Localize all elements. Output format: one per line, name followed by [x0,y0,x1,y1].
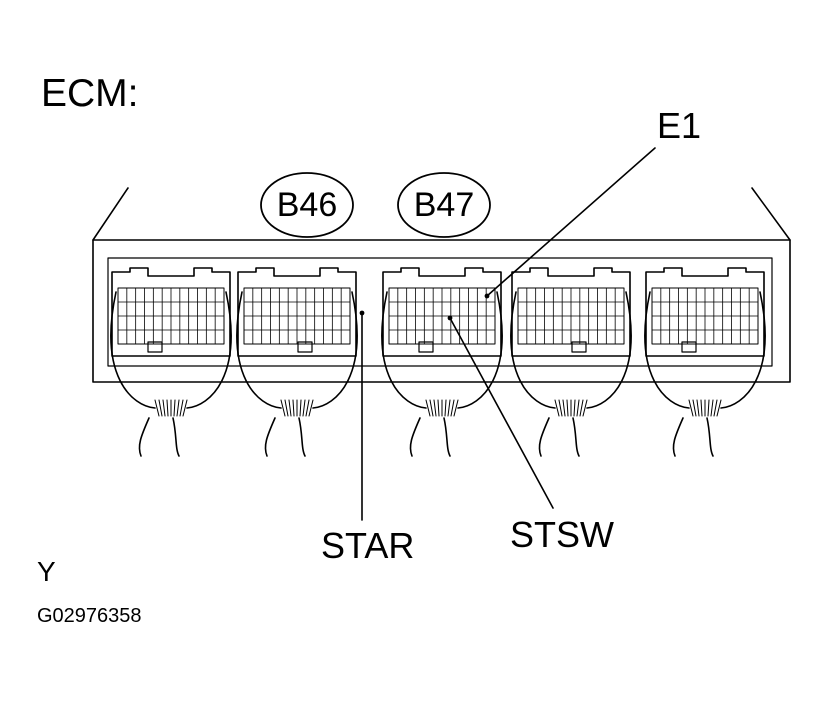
wire-strand [166,399,169,417]
connector-lock-tab [297,341,313,353]
component-label: ECM: [41,72,139,115]
connector-shell [382,267,502,357]
connector-b47-label: B47 [413,186,475,224]
wire-strand [450,399,455,417]
ecm-connector-plug [110,267,232,457]
harness-shroud [644,291,766,409]
wire-strand [425,399,431,417]
leader-e1 [486,147,656,297]
wire-strand [582,399,588,417]
connector-b47-badge [397,172,491,238]
wire-strand [579,399,584,417]
wire-strand [292,399,295,417]
wire-strand [302,399,306,417]
leader-stsw [449,317,554,509]
ecm-connector-plug [644,267,766,457]
ecm-connector-recess [107,257,773,367]
ecm-housing [92,239,791,383]
wire-bundle [538,417,580,457]
ecm-housing-right-edge [751,187,791,241]
connector-b46-badge [260,172,354,238]
wire-strand [558,399,563,417]
wire-strand [716,399,722,417]
connector-shell [111,267,231,357]
harness-shroud [110,291,232,409]
connector-shell [237,267,357,357]
wire-strand [284,399,289,417]
wire-strand [566,399,569,417]
harness-shroud [510,291,632,409]
wire-strand [179,399,184,417]
connector-lock-tab [681,341,697,353]
wire-strand [447,399,451,417]
wire-strand [158,399,163,417]
wire-strand [429,399,434,417]
wire-strand [700,399,703,417]
wire-strand [154,399,160,417]
connector-shell [511,267,631,357]
wire-strand [696,399,700,417]
wire-strand [710,399,714,417]
wire-bundle [409,417,451,457]
wire-bundle [264,417,306,457]
wire-strand [162,399,166,417]
wire-strand [280,399,286,417]
figure-id: G02976358 [37,605,142,627]
wire-strand [308,399,314,417]
harness-shroud [236,291,358,409]
terminal-star-marker [359,310,365,316]
ecm-housing-left-edge [92,187,129,241]
connector-shell [645,267,765,357]
terminal-e1-label: E1 [657,105,702,146]
wire-strand [288,399,292,417]
terminal-e1-marker [484,293,490,299]
wire-strand [305,399,310,417]
view-code: Y [37,556,56,587]
wire-strand [173,399,176,417]
harness-shroud [381,291,503,409]
ecm-connector-plug [510,267,632,457]
wire-strand [437,399,440,417]
terminal-stsw-label: STSW [510,514,614,555]
connector-lock-tab [571,341,587,353]
ecm-connector-plug [381,267,503,457]
wire-strand [453,399,459,417]
wire-strand [554,399,560,417]
terminal-stsw-marker [447,315,453,321]
wire-strand [433,399,437,417]
wire-bundle [672,417,714,457]
wire-strand [707,399,710,417]
terminal-star-label: STAR [321,525,415,566]
wire-strand [713,399,718,417]
wire-bundle [138,417,180,457]
ecm-connector-plug [236,267,358,457]
wire-strand [182,399,188,417]
wire-strand [299,399,302,417]
connector-b46-label: B46 [276,186,338,224]
connector-lock-tab [418,341,434,353]
wire-strand [688,399,694,417]
wire-strand [444,399,447,417]
wire-strand [692,399,697,417]
wire-strand [176,399,180,417]
wire-strand [562,399,566,417]
wire-strand [573,399,576,417]
connector-lock-tab [147,341,163,353]
wire-strand [576,399,580,417]
